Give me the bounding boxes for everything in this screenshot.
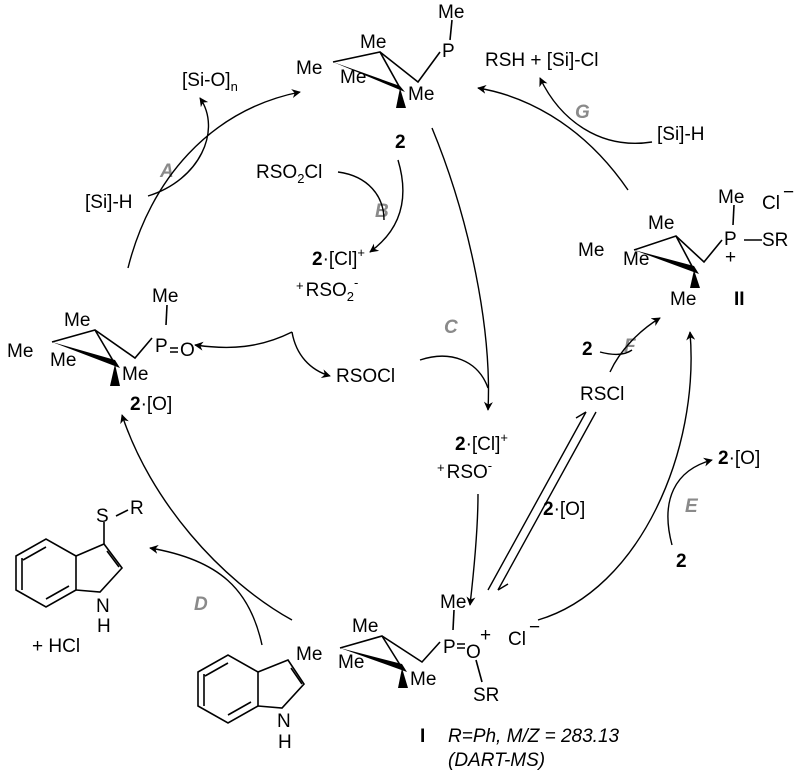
svg-text:Cl: Cl — [508, 629, 526, 650]
svg-text:Me: Me — [338, 652, 364, 673]
arrow-rsocl-in — [419, 355, 489, 389]
svg-text:−: − — [783, 182, 794, 203]
svg-text:O: O — [180, 340, 195, 361]
step-label-B: B — [375, 201, 389, 222]
svg-text:S: S — [96, 506, 109, 527]
svg-text:+: + — [725, 247, 736, 268]
indole-reagent: N H — [197, 654, 306, 753]
svg-text:N: N — [277, 711, 291, 732]
svg-text:Me: Me — [296, 644, 322, 665]
ms-note-line1: R=Ph, M/Z = 283.13 — [448, 726, 620, 747]
svg-text:Me: Me — [64, 310, 90, 331]
step-label-A: A — [159, 161, 174, 182]
ms-note-line2: (DART-MS) — [448, 750, 545, 771]
arrow-2-in-F — [599, 349, 633, 356]
sulfinate-anion: +RSO2- — [296, 275, 358, 304]
svg-text:Me: Me — [648, 213, 674, 234]
silane-right: [Si]-H — [657, 124, 705, 145]
svg-text:SR: SR — [762, 230, 788, 251]
arrow-to-intermediate-I — [466, 493, 479, 606]
sulfinyl-chloride: RSOCl — [336, 366, 395, 387]
svg-text:O: O — [466, 642, 481, 663]
svg-text:Me: Me — [152, 286, 178, 307]
arrow-to-oxide — [194, 331, 293, 351]
svg-text:+: + — [480, 625, 491, 646]
svg-text:Me: Me — [578, 240, 604, 261]
step-label-F: F — [624, 336, 637, 357]
arrow-to-rsocl — [291, 331, 331, 378]
svg-text:Me: Me — [360, 32, 386, 53]
svg-text:−: − — [529, 617, 540, 638]
step-label-E: E — [685, 496, 699, 517]
sulfonyl-chloride: RSO2Cl — [256, 162, 322, 186]
arrow-rso2cl-in — [337, 171, 385, 221]
svg-text:P: P — [442, 41, 455, 62]
svg-text:Me: Me — [7, 341, 33, 362]
intermediate-label-II: II — [734, 289, 745, 310]
sulfenylindole-product: S R N H + HCl — [15, 498, 144, 657]
intermediate-I: Me P O + SR Me Me Me Me Cl − I R=Ph, M/Z… — [296, 592, 620, 771]
svg-text:P: P — [724, 229, 737, 250]
rsh-sicl-product: RSH + [Si]-Cl — [485, 50, 599, 71]
arrow-step-B — [369, 159, 404, 253]
svg-text:P: P — [155, 336, 168, 357]
svg-text:Me: Me — [623, 249, 649, 270]
step-label-C: C — [444, 317, 458, 338]
oxide-byproduct-e: 2·[O] — [718, 448, 760, 469]
phosphetane-reagent-e: 2 — [676, 551, 687, 572]
arrow-step-C — [431, 127, 493, 411]
cl-adduct-sulfinate: 2·[Cl]+ — [312, 245, 365, 270]
arrow-eq-back-head — [497, 583, 509, 591]
svg-text:Me: Me — [440, 592, 466, 613]
siloxane-product: [Si-O]n — [182, 70, 238, 94]
arrow-step-E — [537, 331, 696, 621]
phosphine-oxide: Me P O Me Me Me Me 2·[O] — [7, 286, 195, 415]
step-label-G: G — [575, 102, 590, 123]
oxide-byproduct-mid: 2·[O] — [543, 499, 585, 520]
phosphetane-2: Me P Me Me Me Me 2 — [296, 2, 464, 153]
svg-text:Me: Me — [718, 187, 744, 208]
sulfenate-anion: +RSO- — [437, 458, 492, 483]
arrow-eq-back — [497, 411, 597, 591]
svg-text:Me: Me — [340, 67, 366, 88]
silane-left: [Si]-H — [85, 192, 133, 213]
compound-label-2: 2 — [395, 132, 406, 153]
arrow-2-oxide-E — [667, 457, 713, 546]
svg-text:Me: Me — [296, 58, 322, 79]
svg-text:N: N — [96, 596, 110, 617]
compound-label-oxide: 2·[O] — [130, 394, 172, 415]
arrow-eq-forward-head — [575, 411, 587, 419]
svg-text:Me: Me — [352, 616, 378, 637]
intermediate-label-I: I — [420, 726, 425, 747]
svg-text:R: R — [130, 498, 144, 519]
svg-text:H: H — [97, 616, 111, 637]
svg-text:Me: Me — [408, 84, 434, 105]
arrow-step-A — [127, 89, 301, 269]
arrow-step-D — [120, 414, 293, 621]
svg-text:P: P — [443, 637, 456, 658]
svg-text:Me: Me — [670, 289, 696, 310]
intermediate-II: Me P + SR Me Me Me Me Cl − II — [578, 182, 794, 310]
arrow-eq-forward — [487, 411, 587, 591]
arrow-indole-product — [149, 544, 263, 646]
svg-text:Me: Me — [50, 350, 76, 371]
svg-text:Me: Me — [438, 2, 464, 23]
step-label-D: D — [194, 594, 208, 615]
svg-text:Me: Me — [410, 669, 436, 690]
phosphetane-reagent-f: 2 — [582, 339, 593, 360]
svg-text:SR: SR — [473, 685, 499, 706]
arrow-silane-siloxane — [147, 97, 210, 197]
arrow-step-G — [477, 84, 629, 191]
arrow-silane-in-G — [539, 77, 653, 144]
svg-text:Cl: Cl — [762, 193, 780, 214]
svg-text:+ HCl: + HCl — [32, 636, 80, 657]
cl-adduct-sulfenate: 2·[Cl]+ — [455, 430, 508, 455]
arrow-step-F — [609, 317, 661, 373]
sulfenyl-chloride: RSCl — [580, 384, 624, 405]
svg-text:Me: Me — [122, 364, 148, 385]
svg-text:H: H — [278, 732, 292, 753]
